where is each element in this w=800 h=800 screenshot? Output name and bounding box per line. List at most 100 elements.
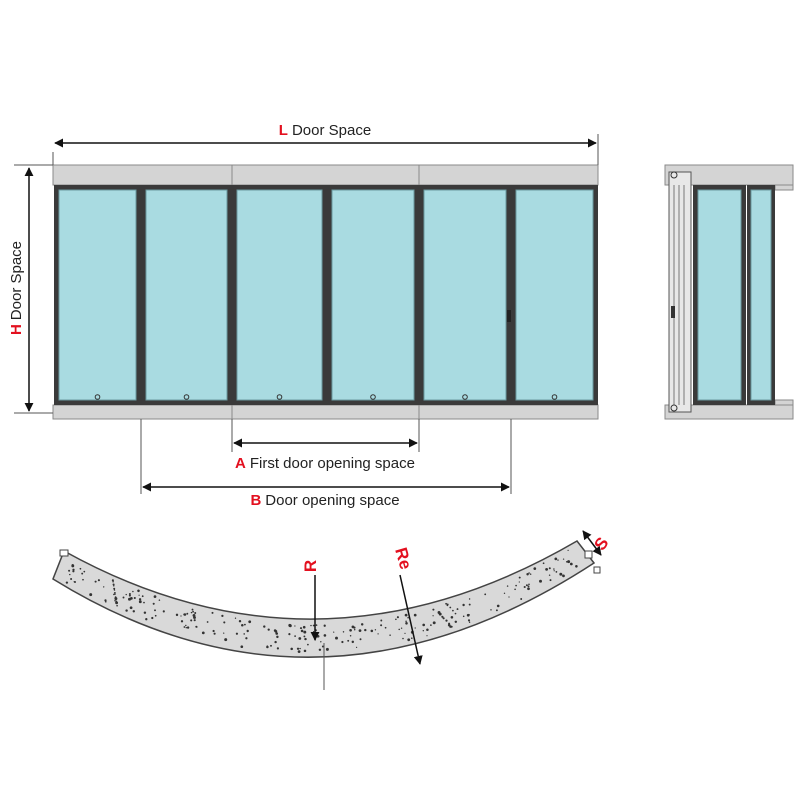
texture-dot xyxy=(206,621,209,623)
texture-dot xyxy=(404,613,408,617)
texture-dot xyxy=(212,629,215,633)
texture-dot xyxy=(175,613,179,617)
texture-dot xyxy=(193,616,196,619)
texture-dot xyxy=(185,624,187,627)
texture-dot xyxy=(321,645,324,648)
texture-dot xyxy=(130,597,133,600)
texture-dot xyxy=(454,612,457,615)
texture-dot xyxy=(468,598,471,600)
texture-dot xyxy=(246,629,249,633)
texture-dot xyxy=(196,626,198,628)
texture-dot xyxy=(347,639,350,642)
texture-dot xyxy=(194,611,197,615)
texture-dot xyxy=(288,623,292,627)
texture-dot xyxy=(452,609,454,612)
texture-dot xyxy=(380,619,383,622)
texture-dot xyxy=(113,589,116,591)
texture-dot xyxy=(548,574,551,576)
texture-dot xyxy=(238,619,242,623)
texture-dot xyxy=(554,557,558,561)
texture-dot xyxy=(514,588,516,591)
texture-dot xyxy=(549,579,552,582)
texture-dot xyxy=(462,615,465,618)
texture-dot xyxy=(112,583,115,586)
texture-dot xyxy=(405,622,408,625)
s-label: S xyxy=(590,534,612,554)
b-key: B xyxy=(250,492,261,509)
texture-dot xyxy=(132,590,134,593)
texture-dot xyxy=(192,610,194,613)
texture-dot xyxy=(548,567,551,570)
texture-dot xyxy=(528,583,530,586)
texture-dot xyxy=(276,647,280,650)
floor-bolt-6 xyxy=(551,394,558,400)
texture-dot xyxy=(528,572,530,574)
texture-dot xyxy=(299,647,301,650)
texture-dot xyxy=(529,573,532,575)
texture-dot xyxy=(407,616,409,619)
texture-dot xyxy=(318,648,322,652)
front-elevation xyxy=(52,164,599,420)
texture-dot xyxy=(82,578,84,581)
texture-dot xyxy=(104,600,107,603)
glass-pane-3 xyxy=(236,189,323,401)
texture-dot xyxy=(234,617,237,619)
texture-dot xyxy=(422,623,426,627)
texture-dot xyxy=(143,601,145,604)
texture-dot xyxy=(297,650,301,653)
texture-dot xyxy=(143,611,147,614)
texture-dot xyxy=(302,625,306,629)
top-track xyxy=(52,164,599,186)
texture-dot xyxy=(542,562,545,565)
texture-dot xyxy=(290,647,293,651)
texture-dot xyxy=(186,626,190,629)
texture-dot xyxy=(288,633,291,636)
texture-dot xyxy=(503,592,506,594)
texture-dot xyxy=(154,609,156,612)
texture-dot xyxy=(342,631,345,633)
texture-dot xyxy=(370,629,374,633)
side-view xyxy=(664,164,794,420)
texture-dot xyxy=(133,596,136,600)
texture-dot xyxy=(125,593,127,596)
texture-dot xyxy=(466,613,470,617)
texture-dot xyxy=(413,613,417,617)
texture-dot xyxy=(267,628,270,631)
texture-dot xyxy=(432,621,436,625)
floor-bolt-1 xyxy=(94,394,101,400)
texture-dot xyxy=(224,638,228,642)
texture-dot xyxy=(68,569,71,572)
texture-dot xyxy=(211,611,214,614)
texture-dot xyxy=(351,640,355,644)
texture-dot xyxy=(94,580,97,583)
texture-dot xyxy=(193,619,196,622)
texture-dot xyxy=(180,620,184,623)
texture-dot xyxy=(323,624,326,627)
texture-dot xyxy=(70,577,73,581)
floor-bolt-2 xyxy=(183,394,190,400)
curved-track xyxy=(52,540,596,658)
texture-dot xyxy=(274,630,278,633)
r-label: R xyxy=(301,560,320,572)
texture-dot xyxy=(153,595,157,598)
texture-dot xyxy=(454,620,458,624)
glass-pane-5 xyxy=(423,189,507,401)
floor-bolt-3 xyxy=(276,394,283,400)
texture-dot xyxy=(294,625,296,627)
texture-dot xyxy=(405,620,407,623)
texture-dot xyxy=(377,633,379,635)
texture-dot xyxy=(65,581,69,584)
texture-dot xyxy=(72,570,75,573)
texture-dot xyxy=(89,593,93,597)
texture-dot xyxy=(320,641,322,643)
texture-dot xyxy=(122,596,125,599)
texture-dot xyxy=(426,635,428,637)
texture-dot xyxy=(341,640,344,644)
texture-dot xyxy=(274,640,277,644)
texture-dot xyxy=(223,632,225,634)
texture-dot xyxy=(112,580,114,583)
texture-dot xyxy=(559,572,563,576)
s-arrow xyxy=(582,530,602,556)
